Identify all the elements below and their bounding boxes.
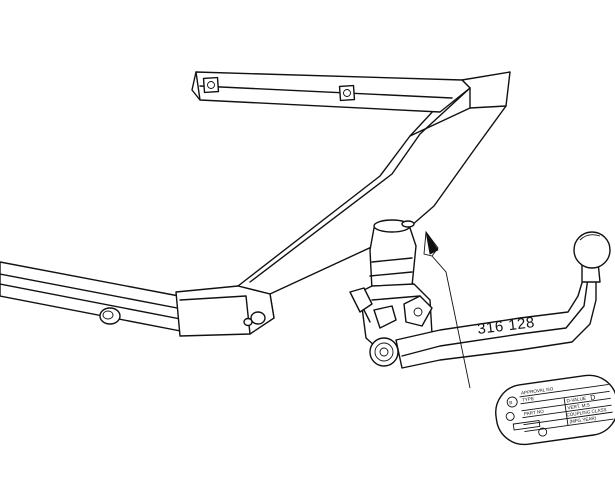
type-plate: B APPROVAL NO TYPE PART NO D-VALUE D VER… (495, 374, 615, 446)
coupling-mount (349, 219, 433, 367)
crossbar (0, 71, 511, 337)
plate-mfg-year: (MFG.YEAR) (569, 415, 597, 424)
plate-d-value: D-VALUE (566, 396, 586, 404)
plate-coupling-class: COUPLING CLASS (566, 407, 607, 418)
plate-part-no: PART NO (524, 409, 545, 417)
plate-logo-text: B (509, 400, 513, 405)
plate-d-letter: D (590, 394, 596, 402)
ball-arm: 316 128 (395, 231, 611, 369)
pointer-arrow (423, 230, 471, 389)
plate-type: TYPE (522, 396, 535, 403)
plate-approval-no: APPROVAL NO (521, 386, 554, 396)
part-number-label: 316 128 (476, 314, 535, 338)
plate-vert-load: VERT. M:S (567, 402, 590, 410)
mounting-bolts (99, 76, 356, 327)
